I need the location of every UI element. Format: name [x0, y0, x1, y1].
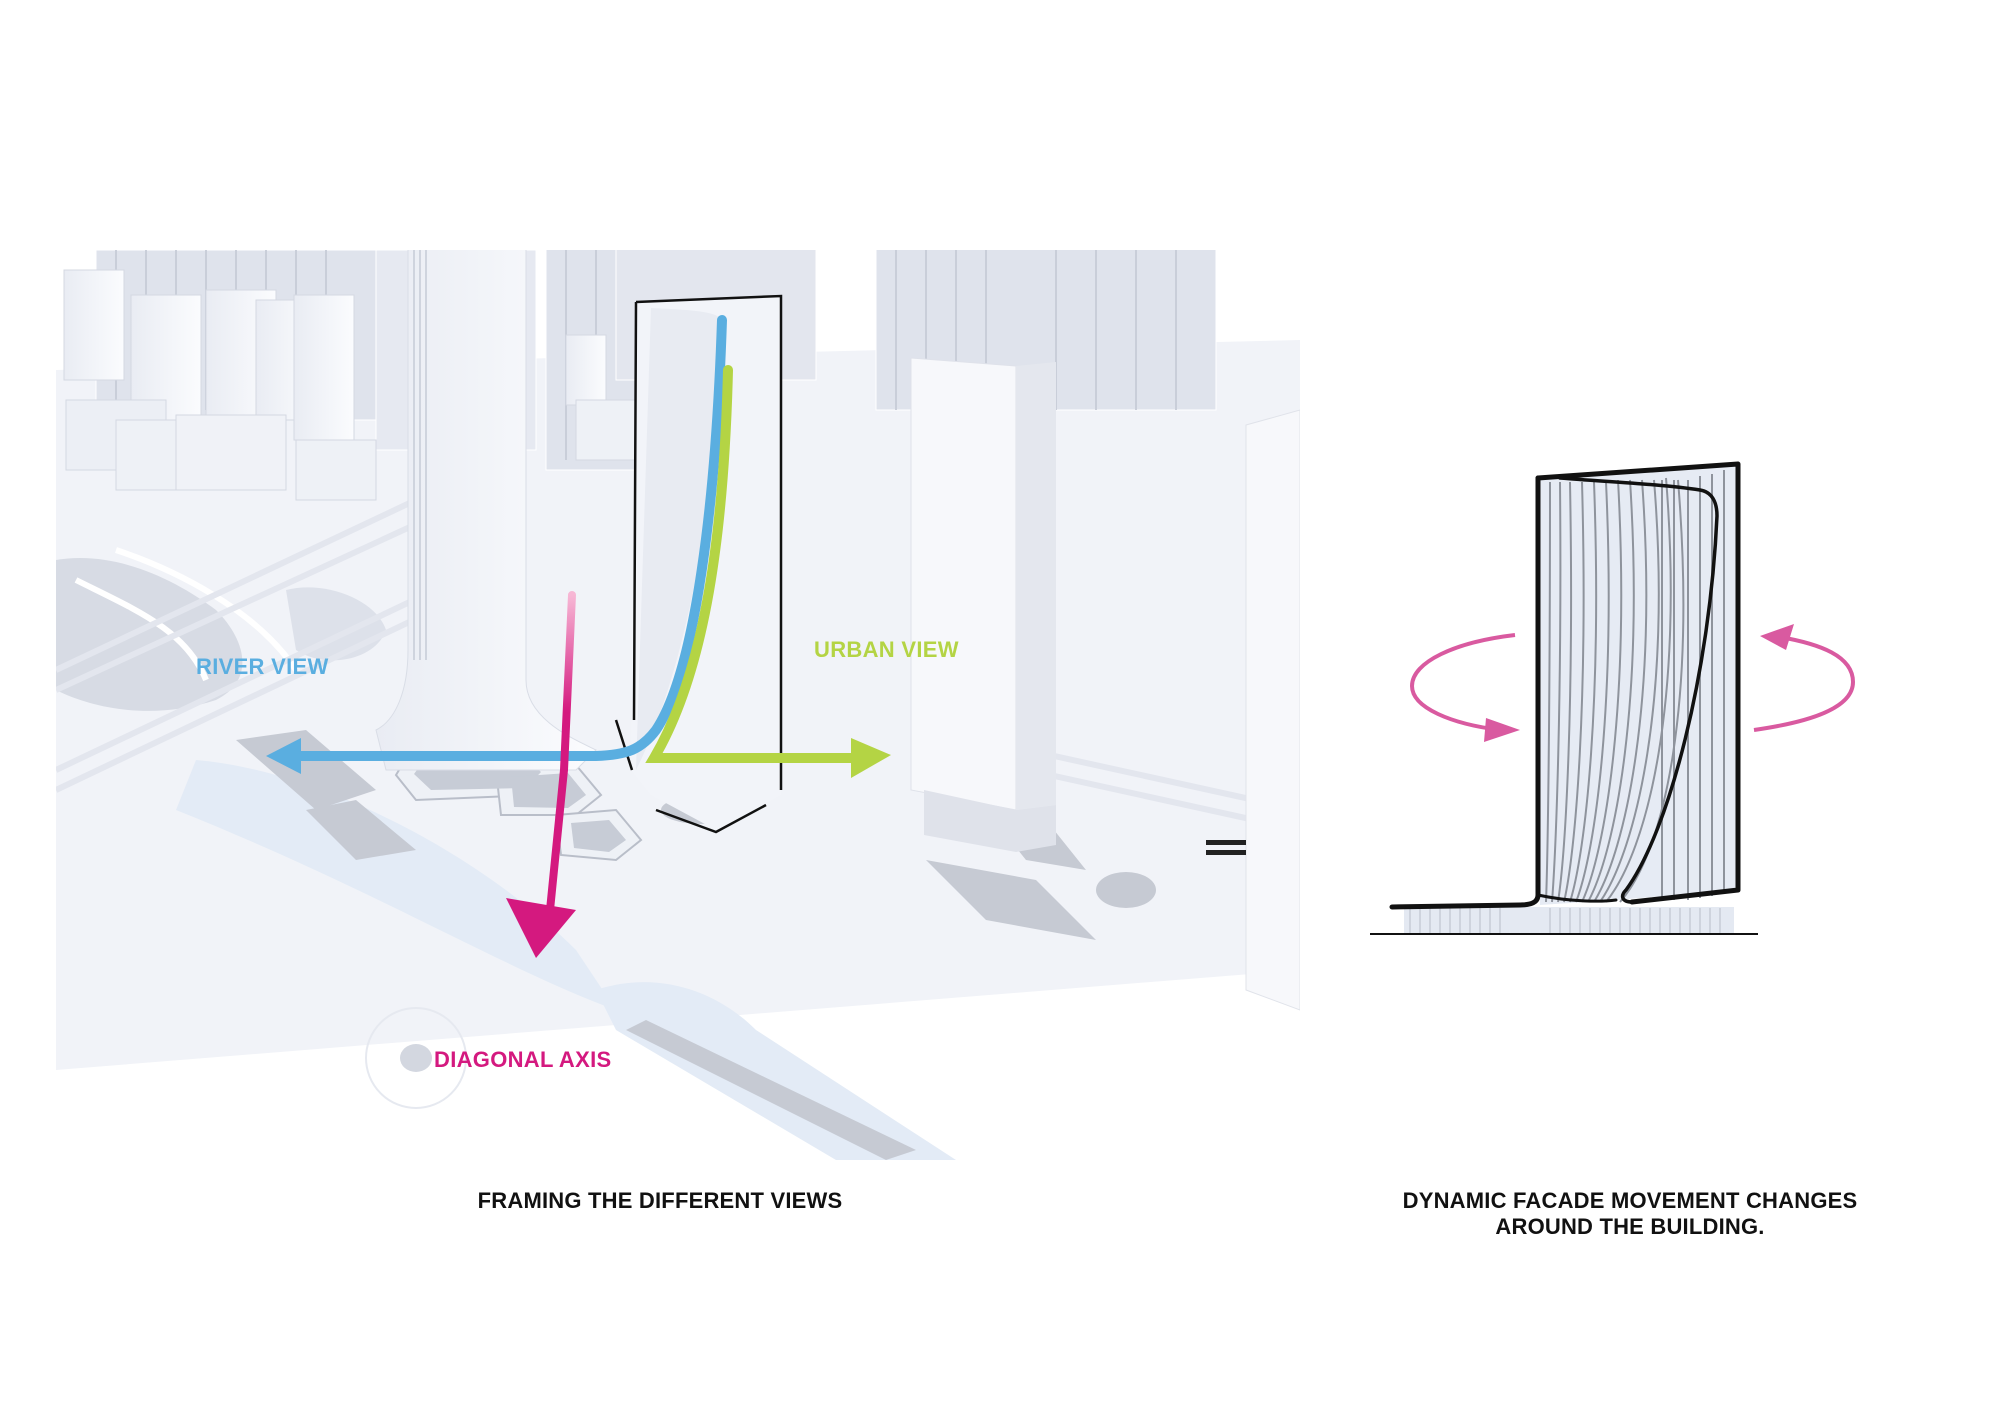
render-caption: FRAMING THE DIFFERENT VIEWS: [477, 1188, 843, 1213]
facade-movement-diagram: [1370, 450, 1930, 970]
river-view-label: RIVER VIEW: [196, 654, 329, 679]
massing-render-illustration: [56, 250, 1300, 1160]
landscape-pads: [236, 730, 1156, 1160]
rotation-arrow-right: [1753, 624, 1856, 732]
roads: [56, 497, 1300, 833]
river-view-arrow: [266, 315, 727, 774]
urban-view-arrow: [645, 365, 891, 778]
tower-outline: [1389, 461, 1741, 910]
diagonal-axis-label: DIAGONAL AXIS: [434, 1047, 612, 1072]
site-massing-render: RIVER VIEW URBAN VIEW DIAGONAL AXIS: [56, 250, 1300, 1160]
rotation-arrow-left: [1409, 633, 1520, 742]
midground-blocks: [63, 269, 637, 501]
right-slab-building: [910, 357, 1056, 852]
facade-caption: DYNAMIC FACADE MOVEMENT CHANGES AROUND T…: [1360, 1188, 1900, 1240]
diagonal-axis-arrow: [506, 591, 576, 958]
plaza-circle: [365, 1007, 467, 1109]
urban-view-label: URBAN VIEW: [814, 637, 959, 662]
river-channel: [176, 760, 616, 1010]
canal: [596, 982, 956, 1160]
facade-diagram-illustration: [1370, 461, 1856, 935]
ground-hatch: [1404, 907, 1734, 934]
facade-flutes: [1545, 470, 1725, 903]
far-right-tower: [1206, 409, 1300, 1011]
facade-caption-line2: AROUND THE BUILDING.: [1495, 1214, 1765, 1239]
facade-caption-line1: DYNAMIC FACADE MOVEMENT CHANGES: [1402, 1188, 1858, 1213]
